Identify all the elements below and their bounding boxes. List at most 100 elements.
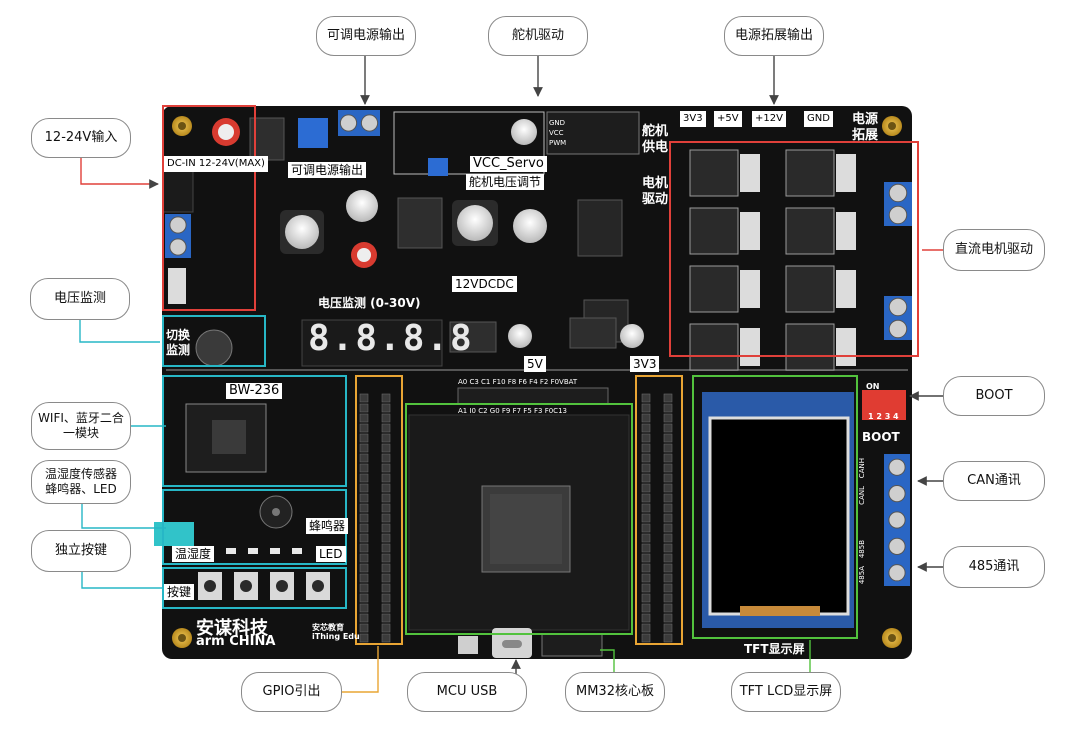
key-cap — [240, 580, 252, 592]
label-keys: 按键 — [164, 584, 195, 600]
label-485-b: 485B — [858, 540, 866, 559]
label-humidity: 温湿度 — [172, 546, 215, 562]
gpio-pin — [641, 573, 651, 583]
switch-monitor — [168, 268, 186, 304]
key-cap — [312, 580, 324, 592]
key-cap — [276, 580, 288, 592]
gpio-pin — [359, 583, 369, 593]
gpio-pin — [663, 473, 673, 483]
gpio-pin — [663, 423, 673, 433]
label-motor-drive: 电机 驱动 — [642, 176, 669, 207]
label-dcdc: 12VDCDC — [452, 276, 517, 292]
label-3v3: 3V3 — [630, 356, 660, 372]
gpio-pin — [663, 583, 673, 593]
gpio-pin — [663, 403, 673, 413]
gpio-pin — [641, 543, 651, 553]
mosfet-tab — [836, 328, 856, 366]
gpio-pin — [381, 393, 391, 403]
gpio-pin — [663, 503, 673, 513]
gpio-pin — [381, 463, 391, 473]
gpio-pin — [381, 403, 391, 413]
mosfet-tab — [740, 212, 760, 250]
gpio-pin — [641, 403, 651, 413]
gpio-pin — [359, 563, 369, 573]
label-voltage-monitor: 电压监测 (0-30V) — [318, 296, 421, 310]
electrolytic-capacitor — [511, 119, 537, 145]
gpio-pin — [663, 493, 673, 503]
gpio-pin — [663, 623, 673, 633]
box-core-board — [405, 403, 633, 635]
gpio-pin — [641, 553, 651, 563]
gpio-pin — [641, 633, 651, 643]
led — [226, 548, 236, 554]
servo-potentiometer — [428, 158, 448, 176]
callout-core-board: MM32核心板 — [565, 672, 665, 712]
gpio-pin — [359, 443, 369, 453]
humidity-sensor — [154, 522, 194, 546]
label-dc-in: DC-IN 12-24V(MAX) — [164, 156, 268, 172]
wifi-chip — [212, 420, 246, 454]
callout-mcu-usb: MCU USB — [407, 672, 527, 712]
label-vcc-servo: VCC_Servo — [470, 156, 547, 172]
screw — [888, 297, 908, 317]
electrolytic-capacitor — [508, 324, 532, 348]
gpio-pin — [359, 403, 369, 413]
gpio-pin — [359, 413, 369, 423]
gpio-pin — [641, 563, 651, 573]
gpio-pin — [641, 593, 651, 603]
callout-boot: BOOT — [943, 376, 1045, 416]
screw — [888, 484, 906, 503]
gpio-pin — [641, 523, 651, 533]
gpio-pin — [359, 633, 369, 643]
gpio-pin — [663, 523, 673, 533]
callout-dc-motor-drive: 直流电机驱动 — [943, 229, 1045, 271]
gpio-pin — [359, 493, 369, 503]
gpio-pin — [359, 603, 369, 613]
gpio-pin — [359, 433, 369, 443]
callout-voltage-monitor: 电压监测 — [30, 278, 130, 320]
gpio-pin — [641, 473, 651, 483]
callout-gpio: GPIO引出 — [241, 672, 342, 712]
seven-segment-display — [301, 319, 443, 367]
mosfet — [689, 265, 739, 313]
gpio-pin — [641, 443, 651, 453]
label-rail-12v: +12V — [752, 111, 786, 127]
tft-flex — [740, 606, 820, 616]
label-can-l: CANL — [858, 486, 866, 505]
potentiometer — [298, 118, 328, 148]
gpio-pin — [663, 633, 673, 643]
label-bw236: BW-236 — [226, 383, 283, 399]
label-5v: 5V — [524, 356, 546, 372]
header-bottom-pins: A1 I0 C2 G0 F9 F7 F5 F3 F0C13 — [458, 407, 567, 415]
callout-485: 485通讯 — [943, 546, 1045, 588]
brand-en: arm CHINA — [196, 634, 276, 649]
gpio-pin — [359, 573, 369, 583]
core-top-header — [457, 387, 609, 405]
gpio-pin — [381, 413, 391, 423]
electrolytic-capacitor — [346, 190, 378, 222]
callout-sensor-buzzer: 温湿度传感器 蜂鸣器、LED — [31, 460, 131, 504]
box-dc-motor — [669, 141, 919, 357]
callout-tft-lcd: TFT LCD显示屏 — [731, 672, 841, 712]
screw — [360, 114, 379, 132]
gpio-pin — [641, 533, 651, 543]
callout-wifi-bt: WIFI、蓝牙二合 一模块 — [31, 402, 131, 450]
callout-servo-drive: 舵机驱动 — [488, 16, 588, 56]
box-gpio-right — [635, 375, 683, 645]
gpio-pin — [641, 453, 651, 463]
electrolytic-capacitor — [620, 324, 644, 348]
mosfet — [785, 207, 835, 255]
callout-power-expansion: 电源拓展输出 — [724, 16, 824, 56]
label-buzzer: 蜂鸣器 — [306, 518, 349, 534]
buzzer-icon — [259, 495, 293, 529]
gpio-pin — [381, 613, 391, 623]
gpio-pin — [663, 443, 673, 453]
label-485-a: 485A — [858, 566, 866, 585]
gpio-pin — [381, 453, 391, 463]
gpio-pin — [359, 423, 369, 433]
box-tft — [692, 375, 858, 639]
key-row — [198, 572, 330, 600]
gpio-pin — [641, 393, 651, 403]
